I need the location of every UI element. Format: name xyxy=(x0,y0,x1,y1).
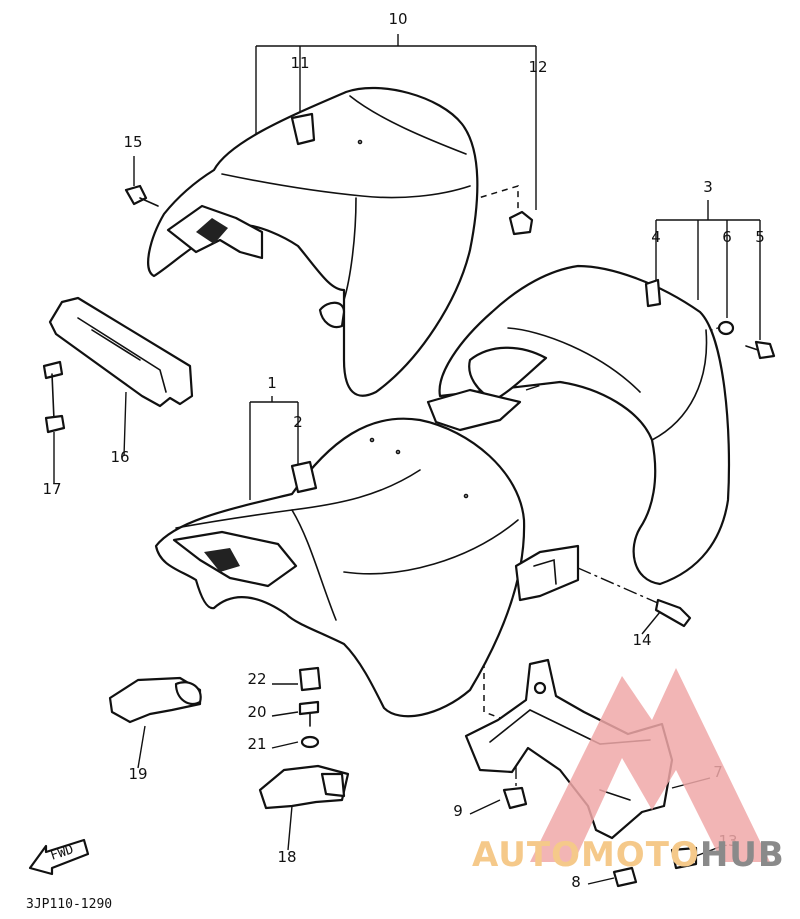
callout-21: 21 xyxy=(247,735,266,753)
callout-6: 6 xyxy=(722,228,732,246)
watermark-part2: HUB xyxy=(700,835,785,875)
rear-cowl xyxy=(426,264,731,586)
callout-4: 4 xyxy=(651,228,661,246)
bolt-20 xyxy=(298,700,320,727)
rear-seat xyxy=(147,86,479,397)
screw-5 xyxy=(745,340,776,360)
bolt-14 xyxy=(654,598,692,628)
diagram-code: 3JP110-1290 xyxy=(26,897,112,912)
damper-9 xyxy=(502,786,528,810)
callout-16: 16 xyxy=(110,448,129,466)
callout-22: 22 xyxy=(247,670,266,688)
callout-19: 19 xyxy=(128,765,147,783)
callout-2: 2 xyxy=(293,413,303,431)
front-seat xyxy=(154,417,580,718)
callout-5: 5 xyxy=(755,228,765,246)
lock-18 xyxy=(258,764,350,810)
washer-21 xyxy=(300,735,320,749)
fwd-arrow: FWD xyxy=(28,838,90,876)
bolt-15 xyxy=(124,184,159,207)
callout-10: 10 xyxy=(388,10,407,28)
callout-15: 15 xyxy=(123,133,142,151)
callout-11: 11 xyxy=(290,54,309,72)
callout-20: 20 xyxy=(247,703,266,721)
callout-1: 1 xyxy=(267,374,277,392)
callout-8: 8 xyxy=(571,873,581,891)
fwd-label: FWD xyxy=(49,842,76,864)
callout-14: 14 xyxy=(632,631,651,649)
bracket-16 xyxy=(48,296,194,408)
washer-6 xyxy=(717,320,735,336)
callout-3: 3 xyxy=(703,178,713,196)
bushing-22 xyxy=(298,666,322,692)
callout-12: 12 xyxy=(528,58,547,76)
strap-17 xyxy=(42,360,66,434)
callout-9: 9 xyxy=(453,802,463,820)
callout-18: 18 xyxy=(277,848,296,866)
lock-19 xyxy=(108,676,202,724)
watermark: AUTOMOTOHUB xyxy=(472,668,785,875)
watermark-part1: AUTOMOTO xyxy=(472,835,700,875)
damper-12 xyxy=(508,210,534,236)
bushing-13 xyxy=(670,846,698,870)
callout-17: 17 xyxy=(42,480,61,498)
watermark-text: AUTOMOTOHUB xyxy=(472,835,785,875)
cap-8 xyxy=(612,866,638,888)
